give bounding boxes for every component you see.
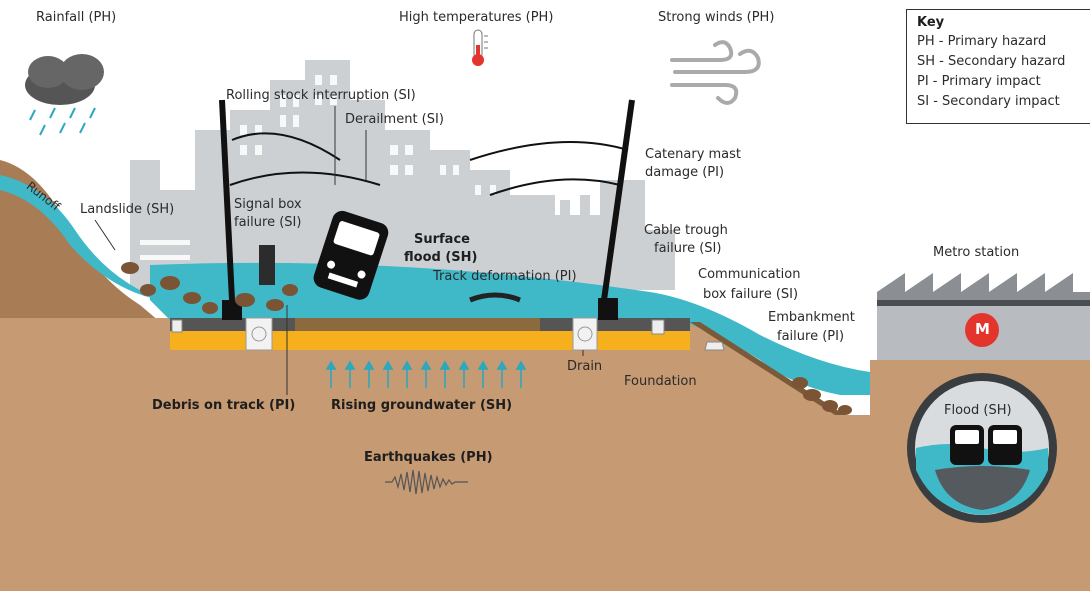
runoff-water <box>0 175 160 300</box>
communication-box-label-line1: Communication <box>698 267 801 282</box>
surface-flood-label-line2: flood (SH) <box>404 250 478 265</box>
rolling-stock-label: Rolling stock interruption (SI) <box>226 88 416 103</box>
thermometer-icon <box>472 29 488 66</box>
strong-winds-label: Strong winds (PH) <box>658 10 775 25</box>
metro-flood-label: Flood (SH) <box>944 403 1012 418</box>
communication-box-label-line2: box failure (SI) <box>703 287 799 302</box>
communication-box <box>704 341 725 351</box>
drain-left <box>245 317 273 351</box>
drain-label: Drain <box>567 359 603 374</box>
seismic-wave <box>385 469 468 495</box>
catenary-label-line1: Catenary mast <box>645 147 742 162</box>
catenary-label-line2: damage (PI) <box>645 165 725 180</box>
derailed-train <box>313 210 389 300</box>
groundwater-label: Rising groundwater (SH) <box>331 398 513 413</box>
city-windows <box>140 75 496 260</box>
rain-cloud-icon <box>25 54 104 136</box>
legend-item-si: SI - Secondary impact <box>917 94 1060 109</box>
deformed-track <box>469 292 521 303</box>
debris-label: Debris on track (PI) <box>152 398 296 413</box>
track-deformation-label: Track deformation (PI) <box>433 269 577 284</box>
signal-box <box>259 245 275 285</box>
track-bed-center <box>295 318 540 331</box>
legend-title: Key <box>917 15 945 30</box>
legend-item-pi: PI - Primary impact <box>917 74 1041 89</box>
metro-tunnel <box>907 373 1057 523</box>
signal-box-base <box>171 319 183 333</box>
flood-water <box>150 262 870 395</box>
metro-logo: M <box>975 320 990 338</box>
surface-flood-label-line1: Surface <box>414 232 470 247</box>
metro-station <box>877 273 1090 360</box>
catenary-masts <box>219 99 635 320</box>
signal-box-label-line2: failure (SI) <box>234 215 302 230</box>
foundation-layer <box>170 330 690 350</box>
signal-box-label-line1: Signal box <box>234 197 302 212</box>
debris-rocks <box>121 262 852 415</box>
embankment-label-line2: failure (PI) <box>777 329 845 344</box>
metro-station-label: Metro station <box>933 245 1020 260</box>
drain-right <box>572 317 598 351</box>
cable-trough-label-line2: failure (SI) <box>654 241 722 256</box>
embankment-label-line1: Embankment <box>768 310 855 325</box>
legend-key: Key PH - Primary hazard SH - Secondary h… <box>906 9 1090 124</box>
legend-item-sh: SH - Secondary hazard <box>917 54 1066 69</box>
foundation-label: Foundation <box>624 374 697 389</box>
wind-icon <box>670 40 761 105</box>
groundwater-arrows <box>325 360 527 388</box>
earthquakes-label: Earthquakes (PH) <box>364 450 493 465</box>
cable-trough-box <box>651 319 665 335</box>
ground <box>0 318 1090 591</box>
derailment-label: Derailment (SI) <box>345 112 444 127</box>
high-temperatures-label: High temperatures (PH) <box>399 10 554 25</box>
landslide-label: Landslide (SH) <box>80 202 175 217</box>
cable-trough-label-line1: Cable trough <box>644 223 728 238</box>
rainfall-label: Rainfall (PH) <box>36 10 117 25</box>
legend-item-ph: PH - Primary hazard <box>917 34 1047 49</box>
